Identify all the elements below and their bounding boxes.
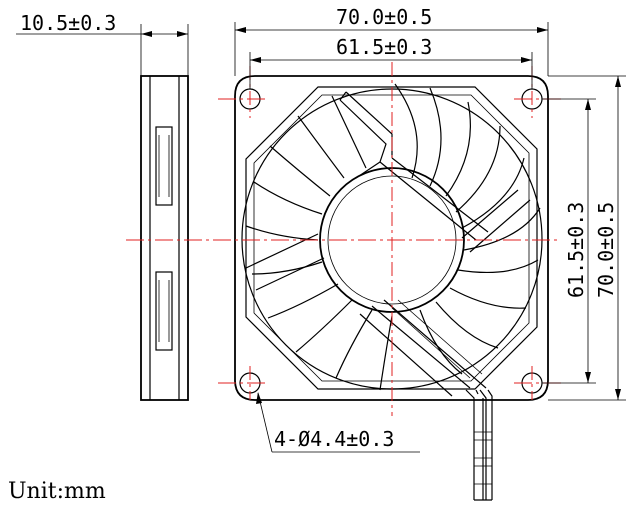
hole-pitch-horizontal-label: 61.5±0.3 [336,35,432,59]
wire-channel [359,299,487,397]
center-lines [126,62,562,416]
side-slot-upper [155,126,173,206]
thickness-label: 10.5±0.3 [20,11,116,35]
hole-pitch-horizontal-dimension: 61.5±0.3 [249,35,533,89]
mounting-hole-label: 4-Ø4.4±0.3 [274,427,394,451]
unit-label: Unit:mm [8,479,106,504]
hole-pitch-vertical-label: 61.5±0.3 [564,202,588,298]
overall-height-label: 70.0±0.5 [594,202,618,298]
overall-width-dimension: 70.0±0.5 [234,5,549,76]
side-view-outline [140,75,189,401]
frame-inner [245,86,538,390]
thickness-dimension: 10.5±0.3 [16,11,189,76]
lead-wires [465,389,493,501]
side-view [140,75,189,401]
overall-width-label: 70.0±0.5 [336,5,432,29]
spokes [245,91,531,291]
mounting-hole-callout: 4-Ø4.4±0.3 [256,392,420,453]
hole-pitch-vertical-dimension: 61.5±0.3 [542,98,596,384]
frame-outer [234,75,549,401]
overall-height-dimension: 70.0±0.5 [548,75,626,401]
side-slot-lower [155,271,173,351]
